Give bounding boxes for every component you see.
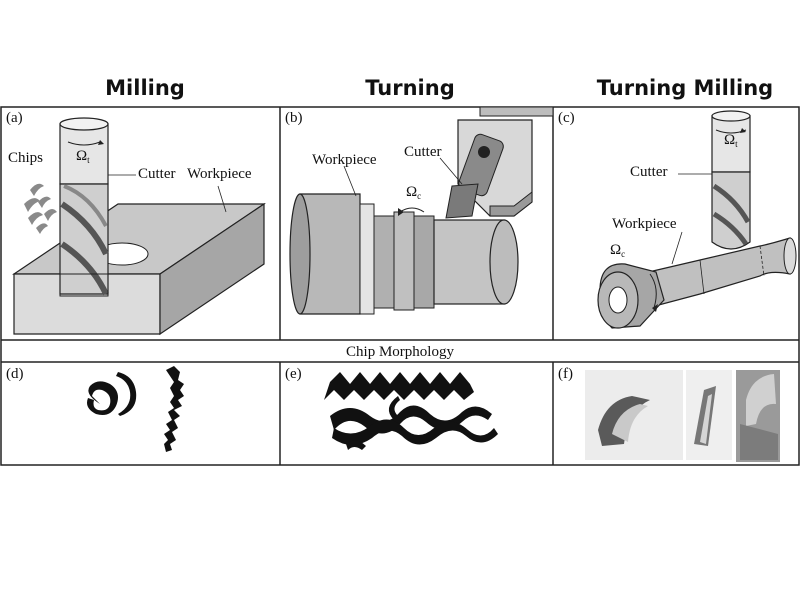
panel-label-a: (a) [6,110,23,126]
turning-milling-chip-photos [585,370,780,462]
label-cutter-c: Cutter [630,164,668,180]
label-omega-t-a: Ωt [76,148,90,165]
column-title-milling: Milling [105,76,185,100]
turning-illustration [289,106,554,315]
panel-label-e: (e) [285,366,302,382]
label-cutter-b: Cutter [404,144,442,160]
column-title-turning-milling: Turning Milling [596,76,774,100]
chip-morphology-title: Chip Morphology [346,344,454,360]
panel-label-d: (d) [6,366,24,382]
figure-grid: (a) (b) (c) (d) (e) (f) Chips Ωt Cutter … [0,104,800,466]
turning-milling-illustration [597,110,797,329]
panel-label-c: (c) [558,110,575,126]
label-chips: Chips [8,150,44,166]
label-omega-c-c: Ωc [610,242,626,259]
figure-drawing [0,106,800,466]
label-omega-t-c: Ωt [724,132,738,149]
label-workpiece-a: Workpiece [187,166,252,182]
label-omega-c-b: Ωc [406,184,422,201]
grid-lines [0,106,800,466]
turning-chips [324,372,498,450]
panel-label-f: (f) [558,366,573,382]
milling-illustration [12,117,266,336]
label-cutter-a: Cutter [138,166,176,182]
milling-chips [87,366,184,452]
panel-label-b: (b) [285,110,303,126]
chips-shapes [24,183,57,234]
column-title-turning: Turning [365,76,455,100]
label-workpiece-c: Workpiece [612,216,677,232]
label-workpiece-b: Workpiece [312,152,377,168]
